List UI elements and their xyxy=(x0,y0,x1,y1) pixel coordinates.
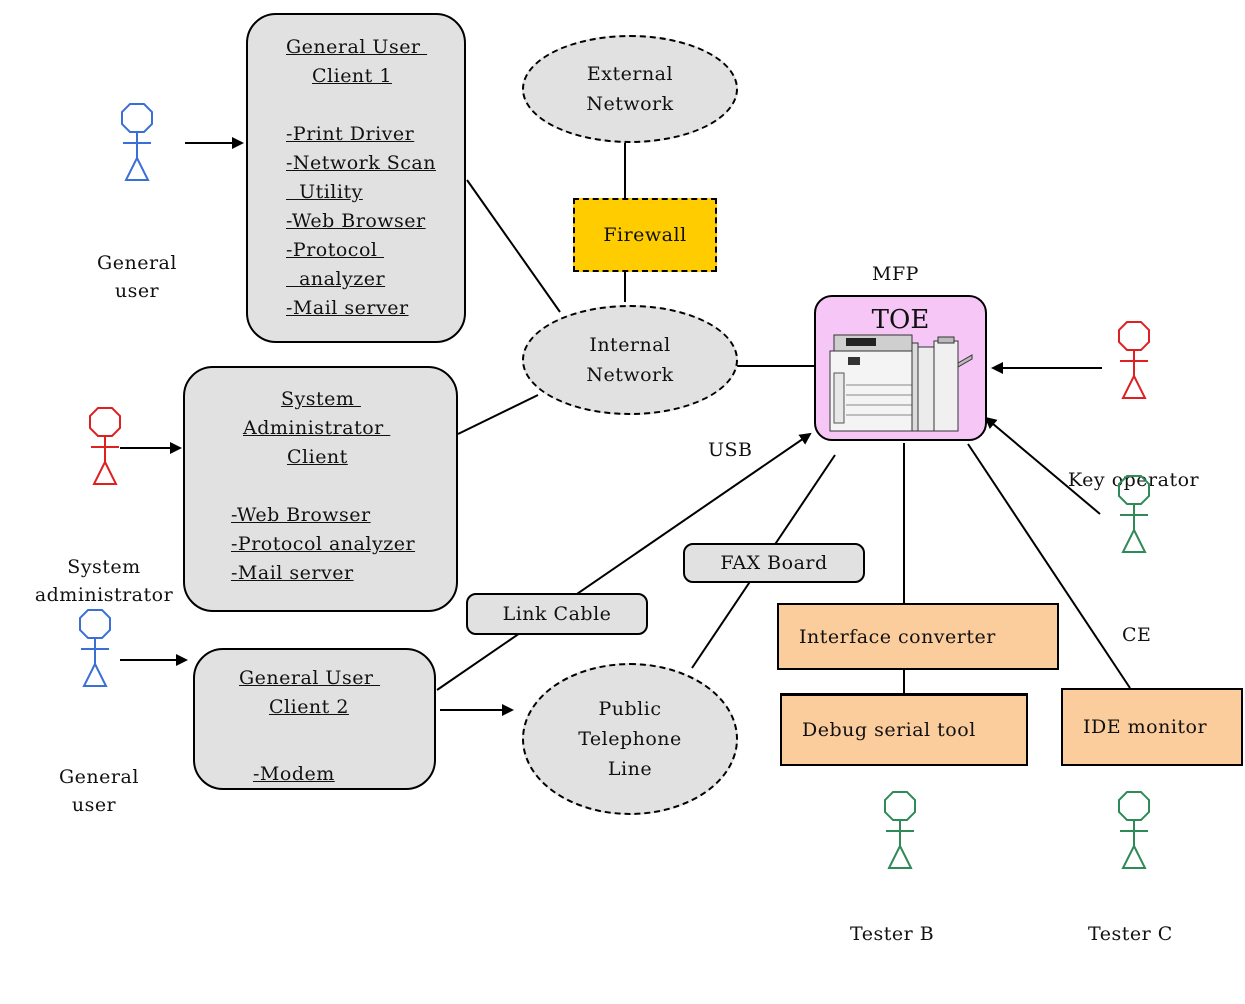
mfp-toe-box: TOE xyxy=(814,295,987,441)
client2-item: -Modem xyxy=(253,763,335,785)
sysadmin-item: -Web Browser xyxy=(231,504,371,526)
fax-board-label: FAX Board xyxy=(683,543,865,583)
ce-label: CE xyxy=(1122,624,1152,646)
client2-title-line1: General User xyxy=(239,667,381,689)
interface-converter-box: Interface converter xyxy=(777,603,1059,670)
client1-item: -Print Driver xyxy=(286,123,415,145)
sysadmin-title-line3: Client xyxy=(287,446,348,468)
client1-item: -Web Browser xyxy=(286,210,426,232)
client1-item: -Mail server xyxy=(286,297,409,319)
tester-b-icon xyxy=(884,791,916,869)
system-admin-icon xyxy=(89,407,121,485)
key-operator-label: Key operator xyxy=(1068,469,1200,491)
tester-b-label: Tester B xyxy=(850,923,935,945)
diagram-canvas: General User Client 1 -Print Driver -Net… xyxy=(34,13,1243,945)
mfp-label: MFP xyxy=(872,263,919,285)
usb-label: USB xyxy=(708,439,753,461)
printer-icon xyxy=(829,334,973,432)
client2-title-line2: Client 2 xyxy=(269,696,349,718)
general-user-2-icon xyxy=(79,609,111,687)
sysadmin-title-line1: System xyxy=(281,388,361,410)
tester-c-icon xyxy=(1118,791,1150,869)
sysadmin-title-line2: Administrator xyxy=(243,417,391,439)
client1-item: analyzer xyxy=(286,268,386,290)
sysadmin-item: -Protocol analyzer xyxy=(231,533,416,555)
link-cable-label: Link Cable xyxy=(466,593,648,635)
sysadmin-item: -Mail server xyxy=(231,562,354,584)
firewall-box: Firewall xyxy=(573,198,717,272)
arrow-link-cable-usb xyxy=(436,432,812,691)
line-sysadmin-internal xyxy=(457,394,539,435)
system-administrator-client-box: System Administrator Client -Web Browser… xyxy=(183,366,458,612)
tester-c-label: Tester C xyxy=(1088,923,1173,945)
general-user-client-2-box: General User Client 2 -Modem xyxy=(193,648,436,790)
client1-item: -Network Scan xyxy=(286,152,436,174)
ide-monitor-box: IDE monitor xyxy=(1061,688,1243,766)
line-mfp-ide xyxy=(967,443,1131,689)
client1-item: -Protocol xyxy=(286,239,384,261)
client1-title-line2: Client 1 xyxy=(312,65,392,87)
line-client1-internal xyxy=(466,179,561,313)
connectors xyxy=(120,137,1131,716)
firewall-label: Firewall xyxy=(603,224,687,246)
ce-icon xyxy=(1118,475,1150,553)
arrow-ce xyxy=(984,416,1101,515)
client1-title-line1: General User xyxy=(286,36,428,58)
debug-serial-tool-box: Debug serial tool xyxy=(780,693,1028,766)
toe-label: TOE xyxy=(871,305,930,335)
general-user-client-1-box: General User Client 1 -Print Driver -Net… xyxy=(246,13,466,343)
key-operator-icon xyxy=(1118,321,1150,399)
general-user-1-icon xyxy=(121,103,153,181)
client1-item: Utility xyxy=(286,181,363,203)
